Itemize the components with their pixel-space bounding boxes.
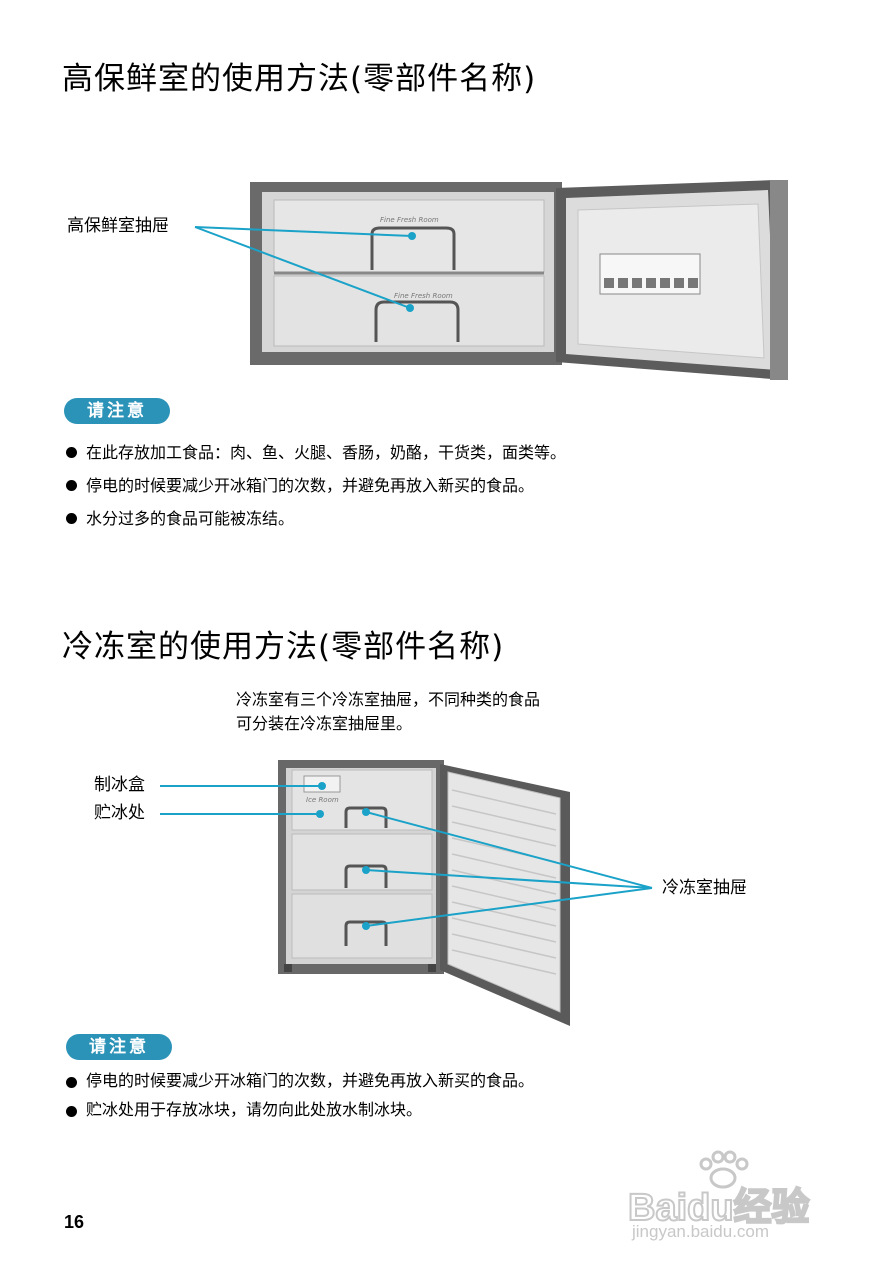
section1-title: 高保鲜室的使用方法(零部件名称) <box>62 61 537 97</box>
callout-ice-storage: 贮冰处 <box>94 803 145 823</box>
notes-list-2: 停电的时候要减少开冰箱门的次数，并避免再放入新买的食品。 贮冰处用于存放冰块，请… <box>64 1066 534 1124</box>
watermark-url: jingyan.baidu.com <box>632 1222 770 1241</box>
notes-list-1: 在此存放加工食品：肉、鱼、火腿、香肠，奶酪，干货类，面类等。 停电的时候要减少开… <box>64 436 566 535</box>
note-item: 贮冰处用于存放冰块，请勿向此处放水制冰块。 <box>64 1095 534 1124</box>
fresh-room-illustration: Fine Fresh Room Fine Fresh Room <box>194 180 788 380</box>
freezer-illustration: Ice Room <box>160 760 653 1026</box>
note-item: 在此存放加工食品：肉、鱼、火腿、香肠，奶酪，干货类，面类等。 <box>64 436 566 469</box>
note-item: 水分过多的食品可能被冻结。 <box>64 502 566 535</box>
section2-title: 冷冻室的使用方法(零部件名称) <box>62 629 505 665</box>
watermark-brand: Baidu经验 <box>627 1186 811 1230</box>
drawer-tag-bottom: Fine Fresh Room <box>394 292 453 300</box>
drawer-tag-top: Fine Fresh Room <box>380 216 439 224</box>
callout-ice-maker: 制冰盒 <box>94 775 145 795</box>
callout-fresh-drawer: 高保鲜室抽屉 <box>67 216 169 236</box>
notice-badge-2: 请注意 <box>66 1034 172 1060</box>
callout-freezer-drawers: 冷冻室抽屉 <box>662 878 747 898</box>
baidu-watermark: Baidu经验 jingyan.baidu.com <box>627 1150 848 1250</box>
freezer-intro: 冷冻室有三个冷冻室抽屉，不同种类的食品 可分装在冷冻室抽屉里。 <box>236 688 540 736</box>
page-number: 16 <box>64 1212 85 1232</box>
note-item: 停电的时候要减少开冰箱门的次数，并避免再放入新买的食品。 <box>64 469 566 502</box>
paw-icon <box>699 1150 749 1189</box>
note-item: 停电的时候要减少开冰箱门的次数，并避免再放入新买的食品。 <box>64 1066 534 1095</box>
notice-badge-1: 请注意 <box>64 398 170 424</box>
intro-line: 冷冻室有三个冷冻室抽屉，不同种类的食品 <box>236 690 541 709</box>
intro-line: 可分装在冷冻室抽屉里。 <box>236 714 413 733</box>
ice-room-tag: Ice Room <box>306 796 339 804</box>
